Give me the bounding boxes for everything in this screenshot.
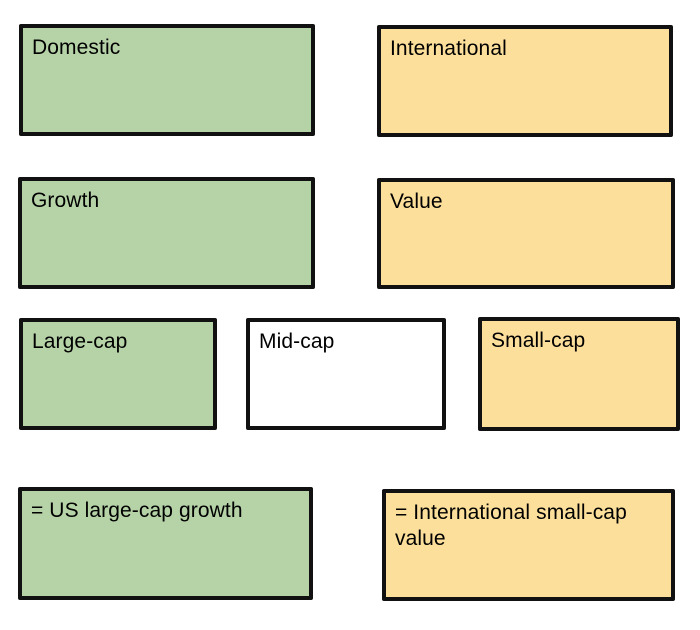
box-growth: Growth [18,177,315,289]
box-large-cap-label: Large-cap [32,330,128,353]
box-us-large-cap-growth: = US large-cap growth [18,487,313,600]
box-small-cap-label: Small-cap [491,329,586,352]
box-growth-label: Growth [31,189,100,212]
box-international-small-cap-value: = International small-cap value [382,489,675,601]
box-domestic: Domestic [19,24,315,136]
box-us-large-cap-growth-label: = US large-cap growth [31,499,243,522]
box-mid-cap-label: Mid-cap [259,330,335,353]
box-value: Value [377,178,675,289]
box-large-cap: Large-cap [19,318,217,430]
box-international-small-cap-value-label: = International small-cap value [395,501,627,550]
box-value-label: Value [390,190,443,213]
box-mid-cap: Mid-cap [246,318,446,430]
box-international: International [377,25,673,137]
box-small-cap: Small-cap [478,317,680,431]
box-international-label: International [390,37,507,60]
box-domestic-label: Domestic [32,36,121,59]
